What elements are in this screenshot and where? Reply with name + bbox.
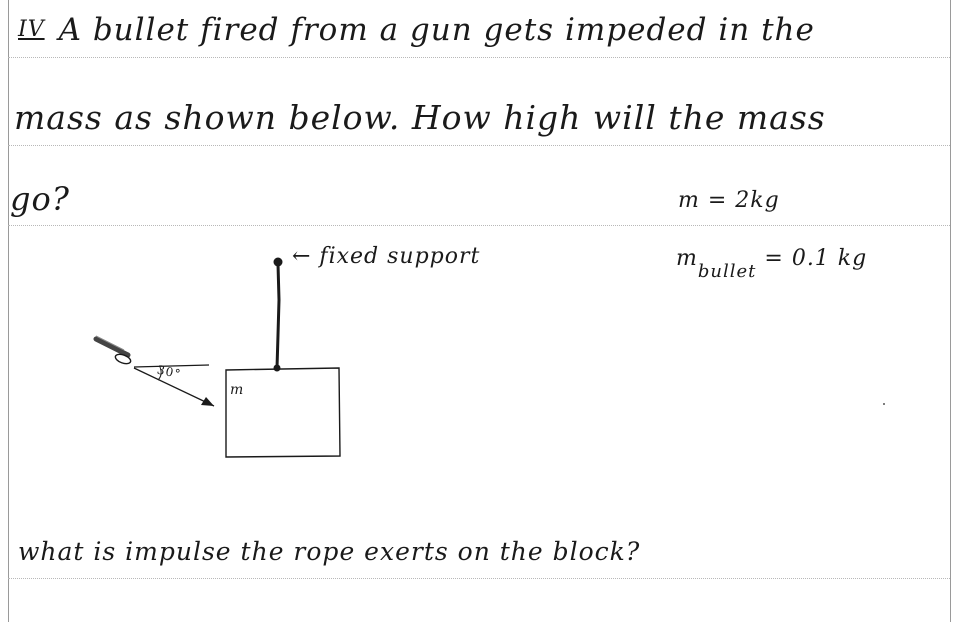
ruled-line	[8, 578, 950, 579]
bullet-mass-value: = 0.1 kg	[764, 246, 868, 271]
page-left-edge	[8, 0, 9, 622]
problem-line-1-text: A bullet fired from a gun gets impeded i…	[58, 12, 815, 48]
ruled-line	[8, 57, 950, 58]
trajectory-line	[133, 367, 215, 407]
page-right-edge	[950, 0, 951, 622]
question-text: what is impulse the rope exerts on the b…	[18, 537, 641, 566]
ruled-line	[8, 225, 950, 226]
problem-numeral: IV	[18, 17, 45, 42]
block	[225, 367, 341, 458]
rope	[275, 262, 281, 370]
bullet-mass-symbol: m	[676, 246, 698, 271]
bullet-mass-subscript: bullet	[697, 261, 757, 282]
fixed-support-pin	[273, 257, 283, 267]
bullet-icon	[114, 353, 132, 365]
arrow-head-icon	[201, 397, 214, 406]
block-mass-label: m	[230, 382, 245, 398]
fixed-support-label: ← fixed support	[292, 244, 481, 269]
given-bullet-mass: mbullet = 0.1 kg	[676, 246, 867, 282]
given-mass: m = 2kg	[678, 188, 780, 213]
gun-icon	[93, 336, 131, 358]
angle-arc	[157, 366, 162, 381]
rope-knot	[273, 364, 281, 372]
gun-detail	[95, 335, 125, 351]
problem-line-3: go?	[10, 180, 70, 218]
problem-line-2: mass as shown below. How high will the m…	[14, 98, 826, 137]
ruled-line	[8, 145, 950, 146]
problem-line-1: IV A bullet fired from a gun gets impeded…	[18, 12, 815, 48]
horizontal-reference-line	[133, 364, 210, 368]
stray-dot	[883, 403, 885, 405]
